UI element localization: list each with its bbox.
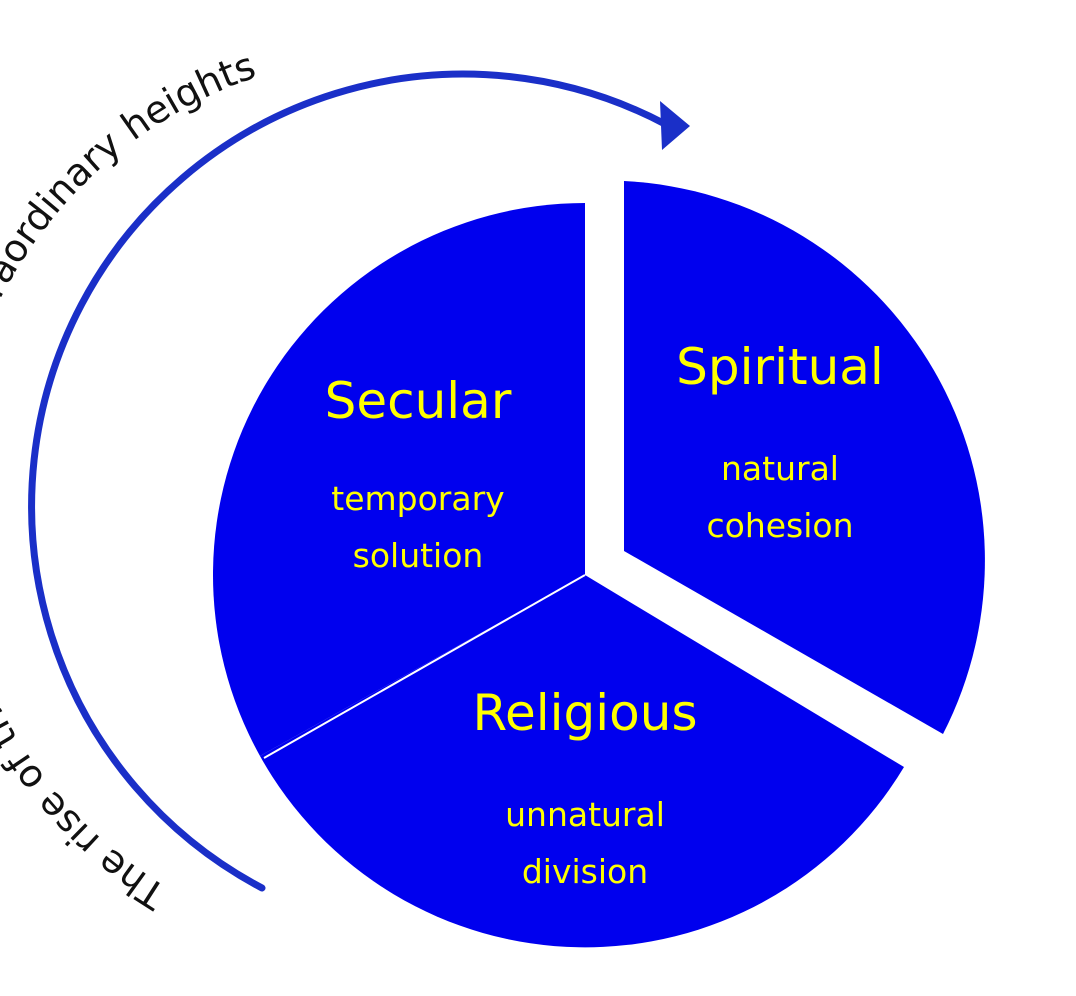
arc-caption: The rise of the human family to extraord… [0,43,261,918]
secular-line-2: solution [353,536,484,575]
segment-divider [263,574,586,759]
spiritual-line-1: natural [721,449,839,488]
arrow-head-icon [660,101,690,150]
rise-arc [28,70,669,892]
segment-spiritual[interactable] [624,181,985,734]
spiritual-title: Spiritual [676,338,884,396]
religious-line-2: division [522,852,648,891]
religious-title: Religious [473,684,698,742]
spiritual-line-2: cohesion [706,506,853,545]
segment-secular[interactable] [212,203,585,756]
secular-title: Secular [325,372,512,430]
religious-line-1: unnatural [505,795,665,834]
secular-line-1: temporary [331,479,504,518]
arc-caption-text: The rise of the human family to extraord… [0,43,261,918]
